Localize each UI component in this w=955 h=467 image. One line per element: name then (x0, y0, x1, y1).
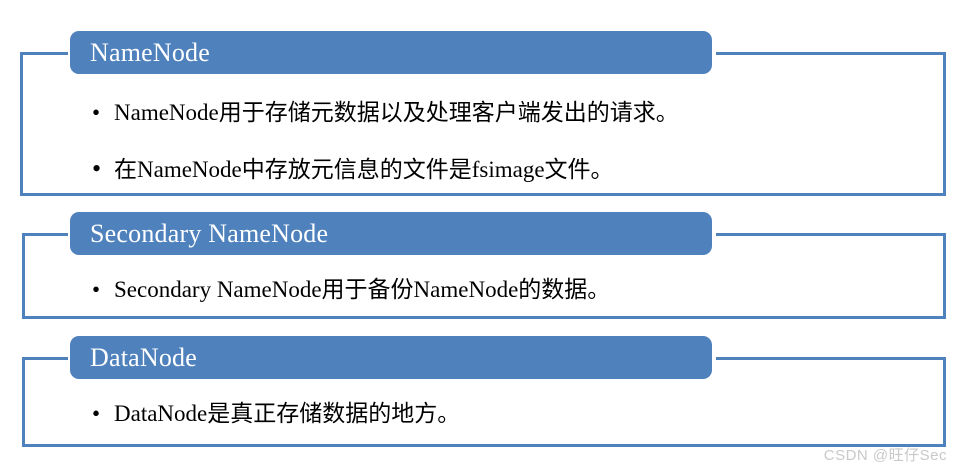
bullet-dot-icon: • (92, 154, 102, 183)
section-title-namenode: NameNode (70, 31, 712, 74)
bullet-item-datanode-1: • DataNode是真正存储数据的地方。 (92, 401, 460, 426)
section-title-secondary-namenode: Secondary NameNode (70, 212, 712, 255)
bullet-dot-icon: • (92, 100, 101, 125)
bullet-text: Secondary NameNode用于备份NameNode的数据。 (114, 277, 611, 302)
section-title-datanode: DataNode (70, 336, 712, 379)
bullet-dot-icon: • (92, 401, 101, 426)
bullet-dot-icon: • (92, 277, 101, 302)
section-title-label-namenode: NameNode (90, 37, 210, 67)
bullet-text: DataNode是真正存储数据的地方。 (114, 401, 461, 426)
bullet-text: 在NameNode中存放元信息的文件是fsimage文件。 (114, 157, 614, 182)
bullet-text: NameNode用于存储元数据以及处理客户端发出的请求。 (114, 100, 679, 125)
watermark: CSDN @旺仔Sec (823, 447, 947, 464)
bullet-item-namenode-2: • 在NameNode中存放元信息的文件是fsimage文件。 (92, 154, 614, 184)
bullet-item-namenode-1: • NameNode用于存储元数据以及处理客户端发出的请求。 (92, 100, 679, 125)
section-title-label-secondary-namenode: Secondary NameNode (90, 218, 329, 248)
section-title-label-datanode: DataNode (90, 342, 197, 372)
bullet-item-secondary-namenode-1: • Secondary NameNode用于备份NameNode的数据。 (92, 277, 610, 302)
